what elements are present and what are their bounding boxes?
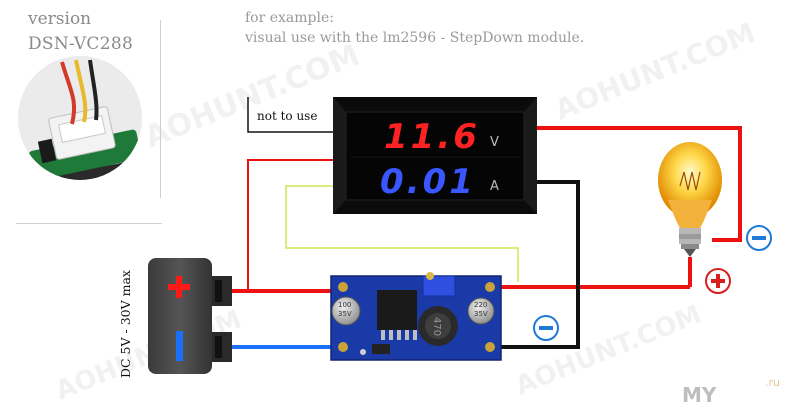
caption-line-1: for example:	[245, 10, 334, 26]
vertical-divider	[160, 20, 161, 198]
svg-text:220: 220	[474, 301, 487, 309]
inductor-marking: 470	[431, 317, 442, 336]
svg-text:.ru: .ru	[765, 376, 780, 389]
svg-text:35V: 35V	[474, 310, 488, 318]
current-unit: A	[490, 179, 499, 194]
not-to-use-note: not to use	[257, 109, 318, 123]
meter-power-wire	[247, 159, 340, 293]
light-bulb	[658, 142, 722, 287]
battery-voltage-label: DC 5V - 30V max	[118, 270, 133, 378]
voltage-reading: 11.6	[384, 117, 480, 157]
svg-text:AOHUNT.COM: AOHUNT.COM	[140, 38, 364, 156]
svg-text:AOHUNT.COM: AOHUNT.COM	[511, 300, 705, 402]
stepdown-module: 100 35V 470 220 35V	[330, 272, 502, 361]
battery-minus-mark	[176, 331, 183, 361]
connector-photo	[18, 56, 142, 180]
lamp-minus-badge	[746, 225, 772, 251]
caption-line-2: visual use with the lm2596 - StepDown mo…	[245, 30, 585, 46]
note-bracket	[247, 97, 340, 133]
signal-wire	[285, 185, 519, 282]
horizontal-divider	[16, 223, 162, 224]
voltage-unit: V	[490, 135, 499, 150]
corner-watermark: MY .ru	[682, 376, 780, 407]
svg-text:35V: 35V	[338, 310, 352, 318]
voltmeter-ammeter: 11.6 V 0.01 A	[333, 97, 537, 214]
current-reading: 0.01	[380, 162, 476, 202]
model-label: DSN-VC288	[28, 34, 134, 54]
battery	[148, 258, 232, 374]
lamp-plus-badge	[705, 268, 731, 294]
output-minus-badge	[533, 315, 559, 341]
svg-text:MY: MY	[682, 383, 717, 407]
version-label: version	[28, 9, 92, 29]
svg-text:100: 100	[338, 301, 351, 309]
meter-current-wire	[494, 180, 580, 349]
meter-voltage-wire	[536, 126, 742, 242]
